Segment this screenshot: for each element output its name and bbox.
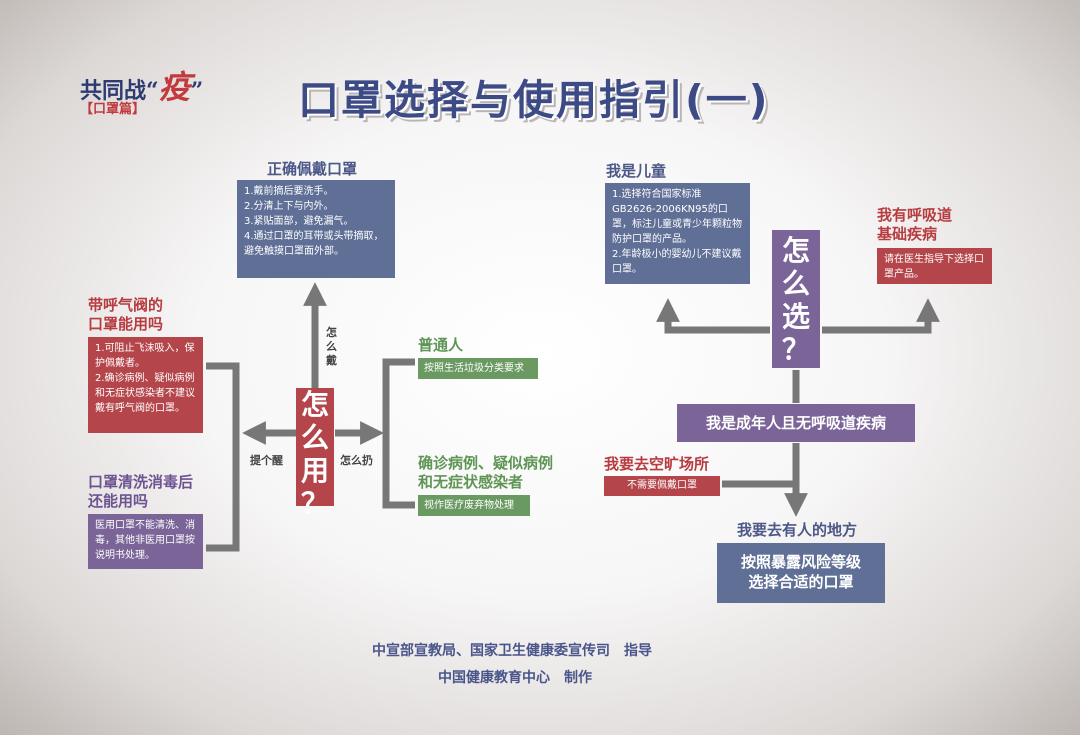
arrow-to-child (656, 298, 770, 334)
adult-box: 我是成年人且无呼吸道疾病 (677, 404, 915, 442)
open-area-heading: 我要去空旷场所 (604, 455, 710, 473)
confirmed-box: 视作医疗废弃物处理 (418, 495, 530, 516)
how-wear-label: 怎么戴 (326, 326, 337, 367)
right-bracket (382, 358, 415, 509)
page-title: 口罩选择与使用指引(一) (298, 76, 770, 124)
respiratory-box: 请在医生指导下选择口罩产品。 (877, 248, 992, 284)
correct-wear-heading: 正确佩戴口罩 (267, 160, 358, 178)
ordinary-box: 按照生活垃圾分类要求 (418, 358, 538, 379)
respiratory-heading: 我有呼吸道基础疾病 (877, 206, 953, 243)
open-area-box: 不需要佩戴口罩 (604, 476, 720, 496)
reminder-label: 提个醒 (250, 454, 283, 467)
child-heading: 我是儿童 (606, 162, 667, 180)
crowded-heading: 我要去有人的地方 (737, 521, 858, 539)
logo-subtitle: 【口罩篇】 (80, 102, 146, 117)
wash-heading: 口罩清洗消毒后还能用吗 (88, 473, 194, 510)
footer-guidance: 中宣部宣教局、国家卫生健康委宣传司 指导 (372, 643, 652, 659)
valve-box: 1.可阻止飞沫吸入，保护佩戴者。 2.确诊病例、疑似病例和无症状感染者不建议戴有… (88, 337, 203, 433)
how-choose-center-label: 怎么选？ (772, 230, 820, 368)
correct-wear-box: 1.戴前摘后要洗手。 2.分清上下与内外。 3.紧贴面部，避免漏气。 4.通过口… (237, 180, 395, 278)
confirmed-heading: 确诊病例、疑似病例和无症状感染者 (418, 454, 554, 491)
ordinary-heading: 普通人 (418, 336, 464, 354)
child-box: 1.选择符合国家标准GB2626-2006KN95的口罩，标注儿童或青少年颗粒物… (605, 183, 750, 284)
logo: 共同战“疫” (80, 68, 204, 106)
wash-box: 医用口罩不能清洗、消毒，其他非医用口罩按说明书处理。 (88, 514, 203, 569)
crowded-box: 按照暴露风险等级 选择合适的口罩 (717, 543, 885, 603)
dispose-label: 怎么扔 (340, 454, 373, 467)
footer-producer: 中国健康教育中心 制作 (438, 670, 592, 686)
arrow-to-respiratory (822, 298, 940, 334)
left-bracket (206, 362, 240, 552)
how-use-center-label: 怎么用？ (296, 388, 334, 520)
valve-heading: 带呼气阀的口罩能用吗 (88, 296, 164, 333)
